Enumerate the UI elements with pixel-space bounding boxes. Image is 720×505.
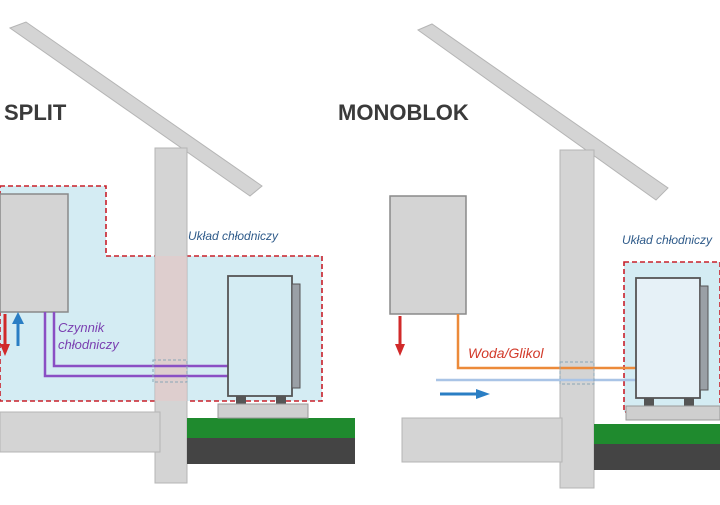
split-zone-label: Układ chłodniczy [188, 229, 279, 243]
monoblok-wall-penetration [559, 361, 595, 385]
monoblok-roof [416, 23, 669, 201]
monoblok-zone-label: Układ chłodniczy [622, 233, 713, 247]
monoblok-pipe-label: Woda/Glikol [468, 345, 544, 361]
monoblok-heat-arrow [395, 316, 405, 356]
split-pipe-label-line1: Czynnik [58, 320, 106, 335]
split-floor [0, 411, 161, 453]
split-roof [8, 21, 263, 197]
monoblok-cold-arrow [440, 389, 490, 399]
split-heat-arrow [0, 314, 10, 356]
split-diagram: SPLIT Układ chłodniczy Czynnik chłodnicz… [0, 21, 355, 484]
split-title: SPLIT [4, 100, 67, 125]
monoblok-grass [594, 424, 720, 444]
split-wall-penetration [152, 359, 188, 383]
split-indoor-unit [0, 193, 69, 313]
split-cold-arrow [12, 312, 24, 346]
monoblok-diagram: MONOBLOK Układ chłodniczy Woda/Glikol [338, 23, 720, 489]
split-outdoor-unit [217, 275, 309, 419]
monoblok-indoor-unit [389, 195, 467, 315]
monoblok-outdoor-unit [625, 277, 720, 421]
monoblok-title: MONOBLOK [338, 100, 469, 125]
split-grass [187, 418, 355, 438]
monoblok-floor [401, 417, 563, 463]
monoblok-ground [594, 444, 720, 470]
monoblok-wall [559, 149, 595, 489]
split-ground [187, 438, 355, 464]
split-pipe-label-line2: chłodniczy [58, 337, 120, 352]
